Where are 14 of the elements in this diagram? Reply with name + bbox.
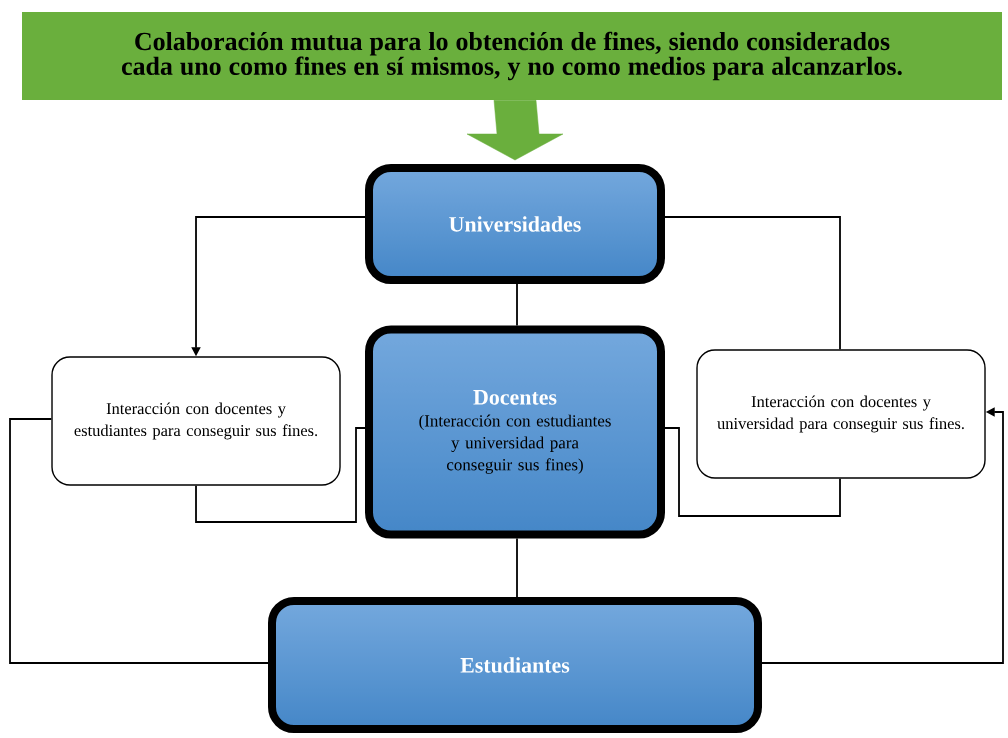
connector-line	[516, 537, 518, 598]
connector-line	[195, 427, 366, 523]
text-box: Interacción con docentes y universidad para conseguir sus fines.	[696, 349, 986, 479]
process-box: Universidades	[365, 164, 665, 284]
connector-line	[664, 427, 841, 517]
text-box: Interacción con docentes y estudiantes para conseguir sus fines.	[51, 356, 341, 486]
connector-line	[664, 216, 841, 351]
process-box: Docentes (Interacción con estudiantes y universidad para conseguir sus fines)	[365, 325, 665, 539]
connector-line	[516, 283, 518, 327]
process-box: Estudiantes	[268, 597, 762, 733]
arrow	[761, 407, 1004, 664]
banner: Colaboración mutua para lo obtención de fines, siendo considerados cada uno como fines en sí mismos, y no como medios para alcanzarlos.	[22, 12, 1002, 100]
block-arrow	[466, 99, 564, 161]
connector-line	[9, 418, 269, 664]
